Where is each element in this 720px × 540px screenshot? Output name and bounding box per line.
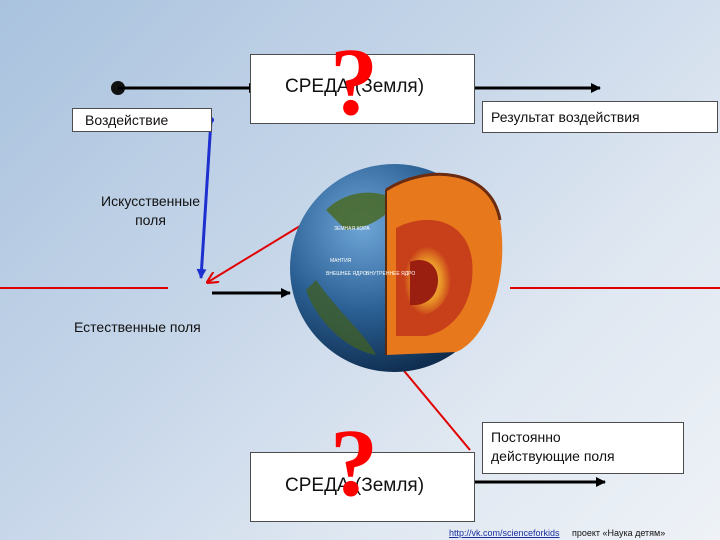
crust-label: ЗЕМНАЯ КОРА bbox=[334, 226, 370, 232]
natural-fields-label: Естественные поля bbox=[74, 319, 201, 335]
top-environment-label: СРЕДА (Земля) bbox=[285, 76, 425, 97]
blue-influence-arrow bbox=[196, 119, 213, 279]
result-box: Результат воздействия bbox=[482, 101, 718, 133]
permanent-fields-box: Постоянно действующие поля bbox=[482, 422, 684, 474]
outer-core-label: ВНЕШНЕЕ ЯДРО bbox=[326, 271, 367, 277]
red-arrow-to-left bbox=[208, 225, 301, 282]
top-question-mark: ? bbox=[330, 28, 378, 135]
inner-core-label: ВНУТРЕННЕЕ ЯДРО bbox=[366, 271, 415, 277]
bottom-question-mark: ? bbox=[330, 409, 378, 516]
bottom-environment-box: СРЕДА (Земля) bbox=[250, 452, 475, 522]
impact-label: Воздействие bbox=[85, 112, 169, 128]
bottom-environment-label: СРЕДА (Земля) bbox=[285, 475, 425, 496]
impact-box: Воздействие bbox=[72, 108, 212, 132]
credit-text: проект «Наука детям» bbox=[572, 528, 666, 538]
permanent-fields-label: Постоянно действующие поля bbox=[491, 429, 615, 464]
artificial-fields-label: Искусственные поля bbox=[101, 193, 200, 228]
source-link[interactable]: http://vk.com/scienceforkids bbox=[449, 528, 560, 538]
earth-cutaway-globe: ЗЕМНАЯ КОРА МАНТИЯ ВНЕШНЕЕ ЯДРО ВНУТРЕНН… bbox=[290, 164, 503, 372]
result-label: Результат воздействия bbox=[491, 109, 640, 125]
mantle-label: МАНТИЯ bbox=[330, 258, 352, 264]
top-environment-box: СРЕДА (Земля) bbox=[250, 54, 475, 124]
red-line-bottom bbox=[394, 359, 471, 451]
